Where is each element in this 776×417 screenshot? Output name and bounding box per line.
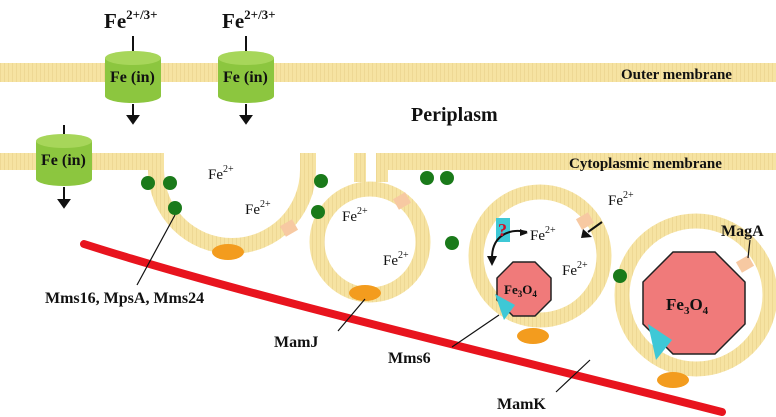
periplasm-label: Periplasm xyxy=(411,104,498,126)
mamk-label: MamK xyxy=(497,396,546,413)
maga-label: MagA xyxy=(721,223,764,240)
outer-membrane xyxy=(0,63,776,82)
mamk-filament xyxy=(80,240,726,416)
mamj-proteins xyxy=(212,244,689,388)
fe2-label-c: Fe2+ xyxy=(342,206,368,225)
fe2-label-e: Fe2+ xyxy=(608,190,634,209)
cytoplasmic-membrane-label: Cytoplasmic membrane xyxy=(569,156,722,172)
fe-top-label-1: Fe2+/3+ xyxy=(104,7,158,33)
fe2-label-b: Fe2+ xyxy=(245,199,271,218)
fe-in-label-1: Fe (in) xyxy=(110,69,155,86)
magnetite-small xyxy=(496,261,552,317)
mms6-small xyxy=(495,294,515,320)
vesicle-3 xyxy=(614,213,776,377)
fe-top-label-2: Fe2+/3+ xyxy=(222,7,276,33)
transporter-1 xyxy=(105,51,161,103)
mamj-label: MamJ xyxy=(274,334,318,351)
vesicle-2 xyxy=(468,184,612,328)
magnetite-large xyxy=(642,251,746,355)
fe-in-label-2: Fe (in) xyxy=(223,69,268,86)
cycle-arrowhead-1 xyxy=(487,256,497,266)
magnetite-small-label: Fe3O4 xyxy=(504,282,537,299)
mms6-label: Mms6 xyxy=(388,350,431,367)
question-box xyxy=(496,218,510,242)
magnetite-large-label: Fe3O4 xyxy=(666,295,709,317)
transporter-2 xyxy=(218,51,274,103)
mms6-large xyxy=(648,324,672,360)
question-mark: ? xyxy=(498,220,507,240)
cycle-arrowhead-3 xyxy=(520,229,528,236)
fe-in-label-3: Fe (in) xyxy=(41,152,86,169)
fe2-label-a: Fe2+ xyxy=(208,164,234,183)
fe2-label-g: Fe2+ xyxy=(562,260,588,279)
transport-arrows xyxy=(57,36,253,209)
fe2-label-f: Fe2+ xyxy=(530,225,556,244)
fe2-label-d: Fe2+ xyxy=(383,250,409,269)
leader-lines xyxy=(136,214,751,393)
cycle-arrowhead-2 xyxy=(581,229,592,238)
outer-membrane-label: Outer membrane xyxy=(621,67,732,83)
green-proteins xyxy=(141,171,627,283)
transporter-3 xyxy=(36,134,92,186)
maga-proteins xyxy=(279,192,755,273)
mms16-group-label: Mms16, MpsA, Mms24 xyxy=(45,290,204,307)
